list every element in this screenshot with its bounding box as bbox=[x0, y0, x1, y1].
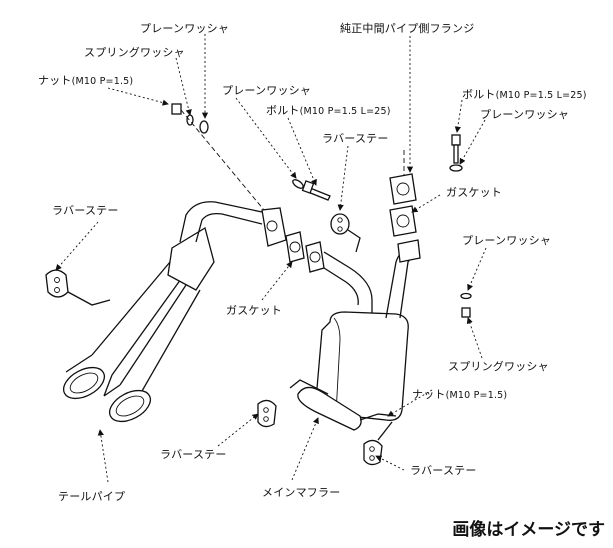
label-nut-top: ナット(M10 P=1.5) bbox=[38, 74, 133, 88]
label-bolt-right: ボルト(M10 P=1.5 L=25) bbox=[462, 88, 587, 102]
label-nut-top-spec: (M10 P=1.5) bbox=[71, 76, 134, 87]
label-tail-pipe: テールパイプ bbox=[58, 490, 126, 503]
label-spring-washer-lower-right: スプリングワッシャ bbox=[448, 360, 549, 373]
label-bolt-mid-name: ボルト bbox=[266, 104, 300, 117]
label-nut-top-name: ナット bbox=[38, 74, 72, 87]
label-rubber-stay-left: ラバーステー bbox=[52, 204, 119, 217]
mid-pipe bbox=[323, 251, 373, 320]
rubber-stay-bottom-center bbox=[257, 399, 277, 428]
inlet-pipe bbox=[385, 239, 421, 319]
label-plain-washer-top: プレーンワッシャ bbox=[140, 22, 230, 35]
label-gasket-right: ガスケット bbox=[446, 186, 502, 199]
label-bolt-mid-spec: (M10 P=1.5 L=25) bbox=[299, 106, 391, 117]
label-rubber-stay-center: ラバーステー bbox=[322, 132, 389, 145]
rubber-stay-left bbox=[45, 269, 111, 306]
image-note: 画像はイメージです bbox=[452, 520, 605, 540]
nut-lower-right bbox=[460, 292, 472, 318]
label-plain-washer-mid: プレーンワッシャ bbox=[222, 84, 312, 97]
label-spring-washer-top: スプリングワッシャ bbox=[84, 46, 185, 59]
label-plain-washer-lower-right: プレーンワッシャ bbox=[462, 234, 552, 247]
tail-pipe-flange bbox=[261, 207, 287, 247]
label-nut-lower-right: ナット(M10 P=1.5) bbox=[412, 388, 507, 402]
label-bolt-right-name: ボルト bbox=[462, 88, 496, 101]
bolt-right bbox=[449, 134, 463, 172]
rubber-stay-center bbox=[330, 213, 361, 253]
label-bolt-mid: ボルト(M10 P=1.5 L=25) bbox=[266, 104, 391, 118]
bolt-mid bbox=[292, 179, 331, 201]
label-rubber-stay-bottom-center: ラバーステー bbox=[160, 448, 227, 461]
leader-lines bbox=[55, 34, 487, 483]
gasket-center bbox=[285, 231, 325, 273]
nut-top bbox=[171, 103, 265, 211]
label-flange: 純正中間パイプ側フランジ bbox=[340, 22, 475, 35]
label-nut-lower-right-spec: (M10 P=1.5) bbox=[445, 390, 508, 401]
label-main-muffler: メインマフラー bbox=[262, 486, 341, 499]
label-rubber-stay-bottom-right: ラバーステー bbox=[410, 464, 477, 477]
label-plain-washer-right: プレーンワッシャ bbox=[480, 108, 570, 121]
main-muffler bbox=[289, 311, 409, 431]
tail-pipe bbox=[62, 201, 263, 423]
rubber-stay-bottom-right bbox=[363, 421, 393, 466]
gasket-right bbox=[389, 150, 417, 237]
label-nut-lower-right-name: ナット bbox=[412, 388, 446, 401]
label-gasket-center: ガスケット bbox=[226, 304, 282, 317]
label-bolt-right-spec: (M10 P=1.5 L=25) bbox=[495, 90, 587, 101]
